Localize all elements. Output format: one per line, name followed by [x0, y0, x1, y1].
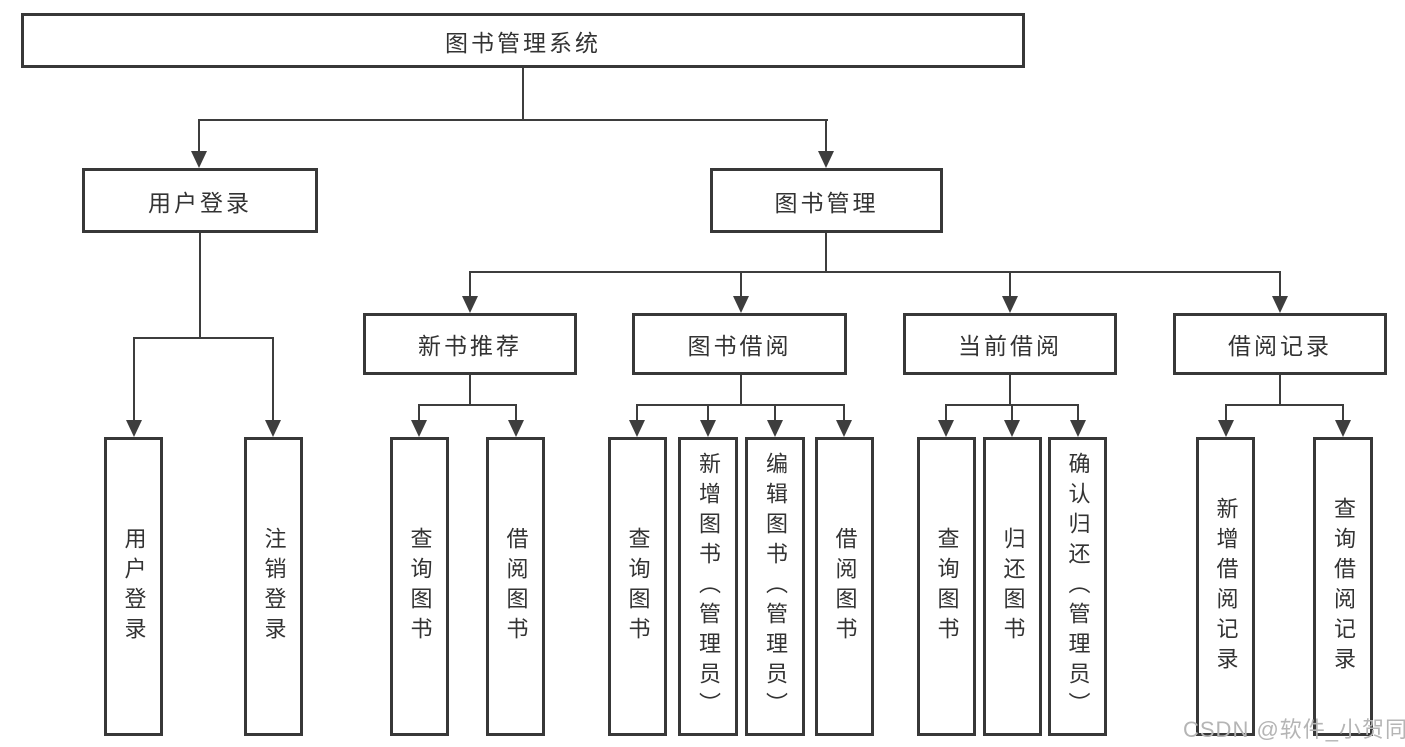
- arrow-down-icon: [462, 296, 478, 313]
- node-leaf-user-login: 用户登录: [104, 437, 163, 736]
- arrow-down-icon: [1218, 420, 1234, 437]
- connector-stem-borrowing: [740, 271, 742, 297]
- connector-stem-leaf-logout: [272, 337, 274, 421]
- node-borrow-books-borrowing: 借阅图书: [815, 437, 874, 736]
- arrow-down-icon: [265, 420, 281, 437]
- node-add-books-admin-label: 新增图书（管理员）: [696, 451, 721, 722]
- connector-borrowing-stem: [740, 375, 742, 405]
- connector-root-stem: [522, 68, 524, 120]
- connector-stem-leaf: [774, 404, 776, 421]
- arrow-down-icon: [836, 420, 852, 437]
- node-add-books-admin: 新增图书（管理员）: [678, 437, 738, 736]
- arrow-down-icon: [733, 296, 749, 313]
- arrow-down-icon: [1002, 296, 1018, 313]
- connector-stem-leaf: [515, 404, 517, 421]
- node-query-borrow-record-label: 查询借阅记录: [1331, 496, 1356, 677]
- connector-stem-leaf: [1077, 404, 1079, 421]
- node-library-system-label: 图书管理系统: [445, 29, 601, 56]
- connector-stem-leaf: [1342, 404, 1344, 421]
- node-confirm-return-admin: 确认归还（管理员）: [1048, 437, 1107, 736]
- connector-user-login-stem: [199, 233, 201, 338]
- node-leaf-logout: 注销登录: [244, 437, 303, 736]
- arrow-down-icon: [700, 420, 716, 437]
- connector-records-stem: [1279, 375, 1281, 405]
- connector-level3-bus: [469, 271, 1281, 273]
- node-user-login-label: 用户登录: [148, 189, 252, 216]
- connector-stem-leaf-login: [133, 337, 135, 421]
- node-book-borrowing-label: 图书借阅: [687, 333, 792, 359]
- connector-stem-leaf: [707, 404, 709, 421]
- connector-stem-book-mgmt: [825, 119, 827, 152]
- connector-new-books-bus: [418, 404, 517, 406]
- node-borrow-books-recommend-label: 借阅图书: [503, 526, 529, 647]
- node-return-books-label: 归还图书: [1000, 526, 1026, 647]
- connector-current-stem: [1009, 375, 1011, 405]
- connector-new-books-stem: [469, 375, 471, 405]
- connector-stem-leaf: [843, 404, 845, 421]
- connector-stem-current: [1009, 271, 1011, 297]
- connector-stem-leaf: [1225, 404, 1227, 421]
- node-confirm-return-admin-label: 确认归还（管理员）: [1065, 451, 1091, 722]
- arrow-down-icon: [508, 420, 524, 437]
- connector-stem-user-login: [198, 119, 200, 152]
- connector-user-login-bus: [133, 337, 274, 339]
- node-library-system: 图书管理系统: [21, 13, 1025, 68]
- connector-stem-leaf: [636, 404, 638, 421]
- connector-borrowing-bus: [636, 404, 845, 406]
- connector-level2-bus: [198, 119, 828, 121]
- arrow-down-icon: [411, 420, 427, 437]
- node-query-borrow-record: 查询借阅记录: [1313, 437, 1373, 736]
- node-query-books-current-label: 查询图书: [934, 526, 960, 647]
- node-borrow-books-borrowing-label: 借阅图书: [832, 526, 858, 647]
- node-borrow-records-label: 借阅记录: [1228, 333, 1332, 359]
- arrow-down-icon: [1335, 420, 1351, 437]
- arrow-down-icon: [1004, 420, 1020, 437]
- node-new-book-recommend: 新书推荐: [363, 313, 577, 375]
- node-new-book-recommend-label: 新书推荐: [418, 333, 522, 359]
- node-query-books-recommend: 查询图书: [390, 437, 449, 736]
- node-user-login: 用户登录: [82, 168, 318, 233]
- arrow-down-icon: [126, 420, 142, 437]
- connector-stem-new-books: [469, 271, 471, 297]
- arrow-down-icon: [818, 151, 834, 168]
- arrow-down-icon: [191, 151, 207, 168]
- arrow-down-icon: [1272, 296, 1288, 313]
- node-leaf-logout-label: 注销登录: [261, 526, 287, 647]
- watermark-text: CSDN @软件_小贺同学: [1183, 717, 1405, 742]
- node-query-books-current: 查询图书: [917, 437, 976, 736]
- arrow-down-icon: [938, 420, 954, 437]
- node-query-books-recommend-label: 查询图书: [407, 526, 433, 647]
- connector-stem-leaf: [945, 404, 947, 421]
- connector-book-mgmt-stem: [825, 233, 827, 272]
- connector-stem-leaf: [418, 404, 420, 421]
- node-edit-books-admin: 编辑图书（管理员）: [745, 437, 805, 736]
- node-add-borrow-record: 新增借阅记录: [1196, 437, 1255, 736]
- node-borrow-records: 借阅记录: [1173, 313, 1387, 375]
- node-add-borrow-record-label: 新增借阅记录: [1213, 496, 1239, 677]
- node-current-borrowing-label: 当前借阅: [958, 333, 1062, 359]
- node-borrow-books-recommend: 借阅图书: [486, 437, 545, 736]
- node-edit-books-admin-label: 编辑图书（管理员）: [763, 451, 788, 722]
- arrow-down-icon: [767, 420, 783, 437]
- node-current-borrowing: 当前借阅: [903, 313, 1117, 375]
- node-return-books: 归还图书: [983, 437, 1042, 736]
- node-book-management: 图书管理: [710, 168, 943, 233]
- connector-stem-records: [1279, 271, 1281, 297]
- node-query-books-borrowing-label: 查询图书: [625, 526, 651, 647]
- node-book-management-label: 图书管理: [774, 189, 879, 216]
- node-leaf-user-login-label: 用户登录: [121, 526, 147, 647]
- arrow-down-icon: [1070, 420, 1086, 437]
- connector-records-bus: [1225, 404, 1344, 406]
- connector-stem-leaf: [1011, 404, 1013, 421]
- node-book-borrowing: 图书借阅: [632, 313, 847, 375]
- arrow-down-icon: [629, 420, 645, 437]
- node-query-books-borrowing: 查询图书: [608, 437, 667, 736]
